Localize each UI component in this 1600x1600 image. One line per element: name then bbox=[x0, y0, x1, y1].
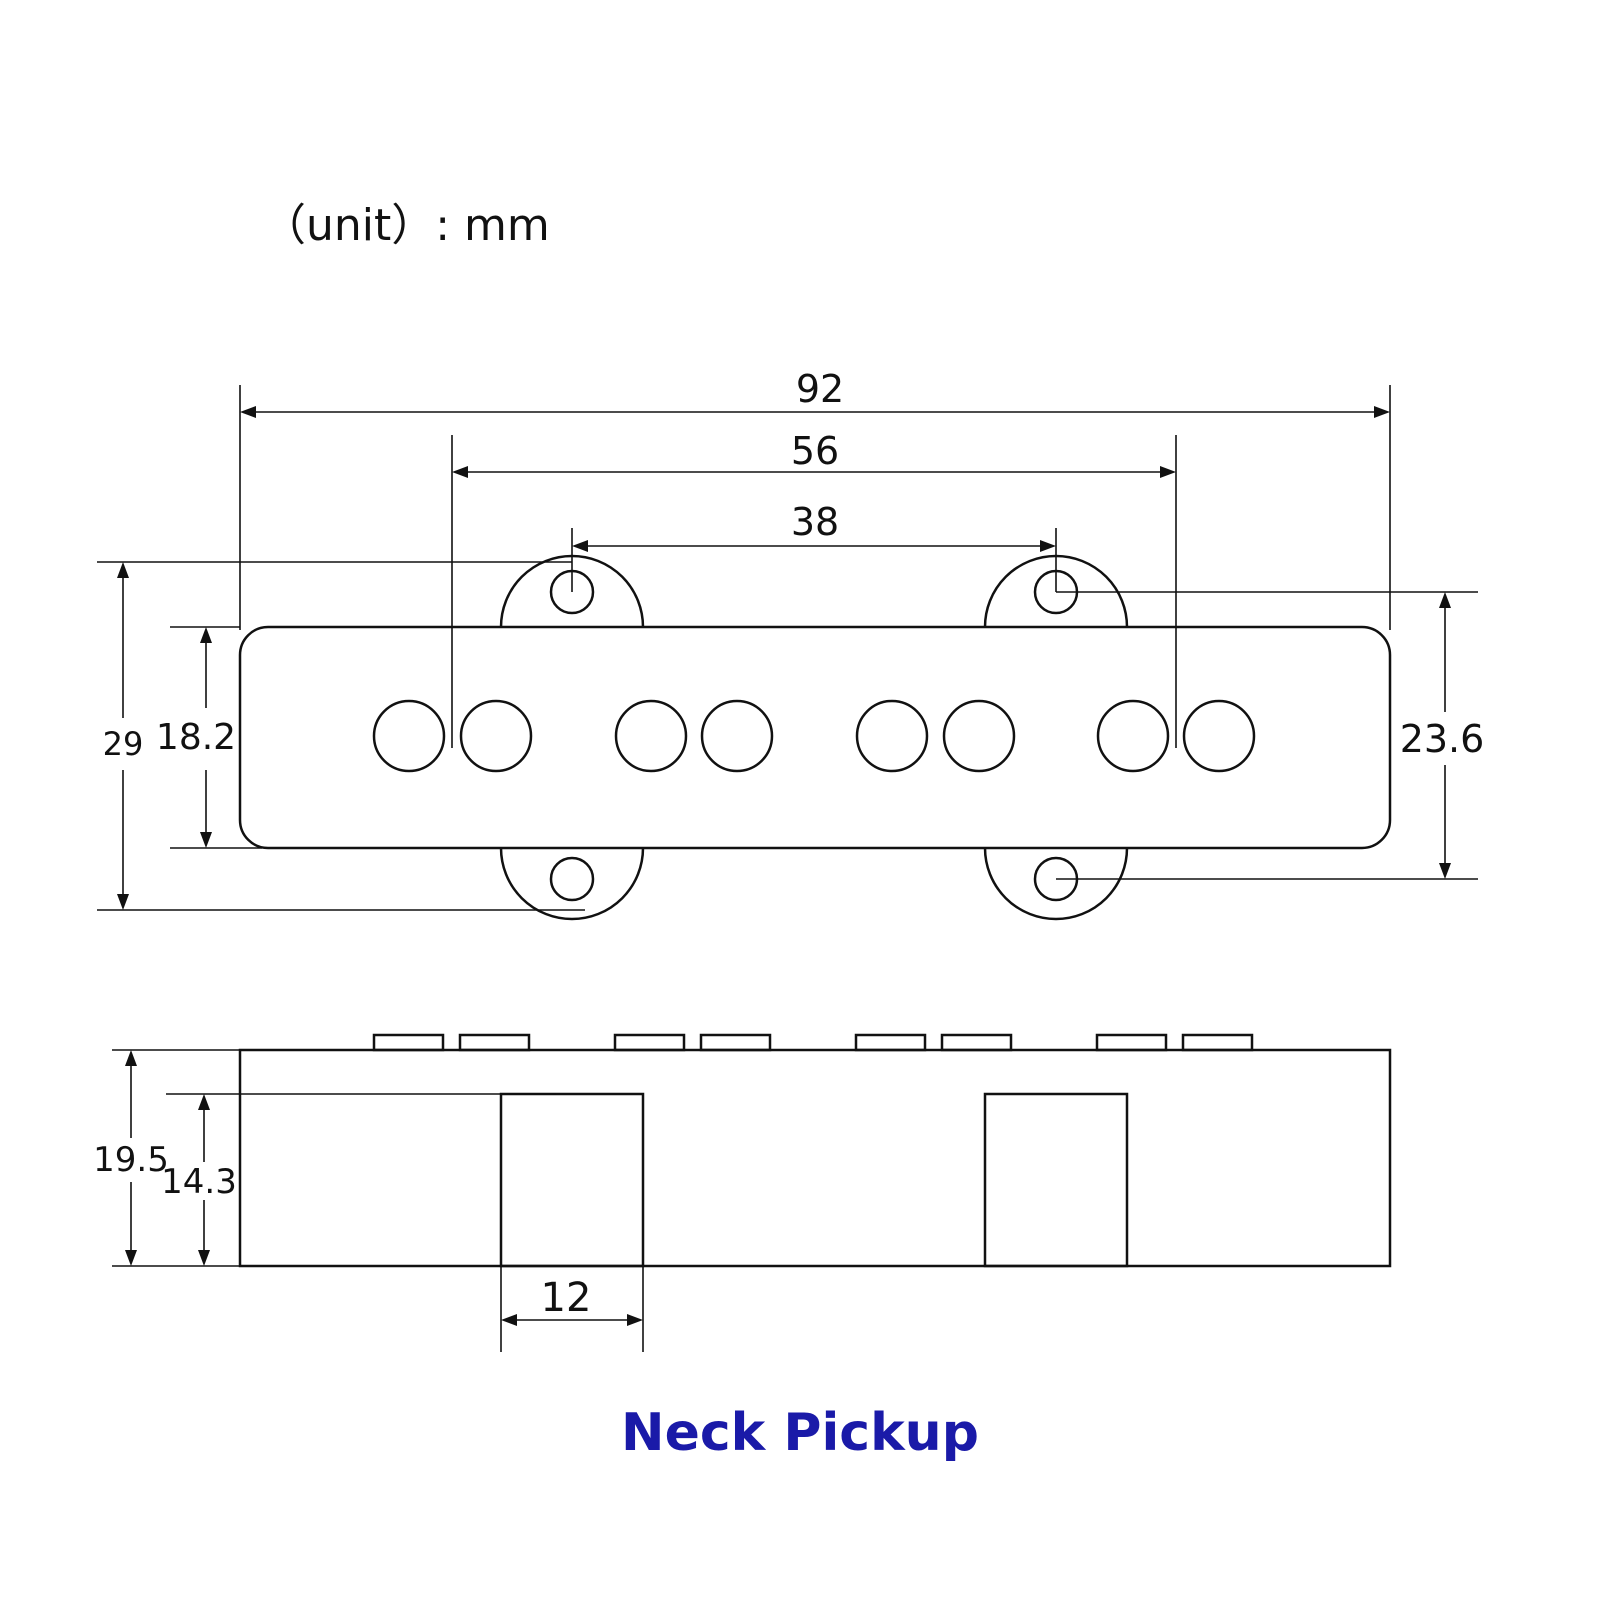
pole-piece-6 bbox=[942, 699, 1016, 773]
pickup-body-top bbox=[238, 625, 1392, 850]
pole-top-3 bbox=[613, 1033, 686, 1052]
dimension-total-height: 19.5 bbox=[93, 1049, 240, 1267]
pole-top-5 bbox=[854, 1033, 927, 1052]
pole-piece-3 bbox=[614, 699, 688, 773]
dimension-body-width: 18.2 bbox=[156, 626, 262, 849]
pole-piece-2 bbox=[459, 699, 533, 773]
pole-piece-4 bbox=[700, 699, 774, 773]
mounting-ear-side-right bbox=[983, 1092, 1129, 1268]
pole-piece-8 bbox=[1182, 699, 1256, 773]
pole-piece-1 bbox=[372, 699, 446, 773]
dimension-overall-length: 92 bbox=[239, 367, 1391, 630]
dimension-label-14-3: 14.3 bbox=[161, 1162, 237, 1202]
pole-piece-5 bbox=[855, 699, 929, 773]
mounting-hole-bottom-left bbox=[549, 856, 595, 902]
diagram-title: Neck Pickup bbox=[621, 1403, 979, 1463]
pole-top-7 bbox=[1095, 1033, 1168, 1052]
pole-top-1 bbox=[372, 1033, 445, 1052]
dimension-ear-width: 12 bbox=[500, 1266, 644, 1352]
side-view: 19.5 14.3 12 bbox=[93, 1033, 1392, 1352]
dimension-label-12: 12 bbox=[541, 1275, 592, 1321]
dimension-label-29: 29 bbox=[103, 725, 144, 763]
dimension-overall-width: 29 bbox=[97, 561, 585, 911]
dimension-label-38: 38 bbox=[791, 500, 839, 544]
mounting-ear-side-left bbox=[499, 1092, 645, 1268]
top-view: 92 56 38 29 bbox=[97, 367, 1485, 921]
dimension-label-23-6: 23.6 bbox=[1400, 717, 1485, 761]
dimension-label-92: 92 bbox=[796, 367, 844, 411]
dimension-ear-height: 14.3 bbox=[161, 1093, 556, 1266]
pole-top-8 bbox=[1181, 1033, 1254, 1052]
dimension-label-19-5: 19.5 bbox=[93, 1140, 169, 1180]
dimension-label-56: 56 bbox=[791, 429, 839, 473]
pole-top-6 bbox=[940, 1033, 1013, 1052]
dimension-mounting-hole-spacing: 38 bbox=[571, 500, 1057, 592]
pickup-body-side bbox=[238, 1048, 1392, 1268]
pole-top-4 bbox=[699, 1033, 772, 1052]
pole-piece-7 bbox=[1096, 699, 1170, 773]
mounting-ear-bottom-left bbox=[499, 847, 645, 921]
dimension-pole-span: 56 bbox=[451, 429, 1177, 748]
pole-top-2 bbox=[458, 1033, 531, 1052]
unit-label: （unit）: mm bbox=[262, 200, 550, 251]
dimension-mounting-hole-vertical: 23.6 bbox=[1056, 591, 1485, 880]
dimension-label-18-2: 18.2 bbox=[156, 717, 236, 758]
